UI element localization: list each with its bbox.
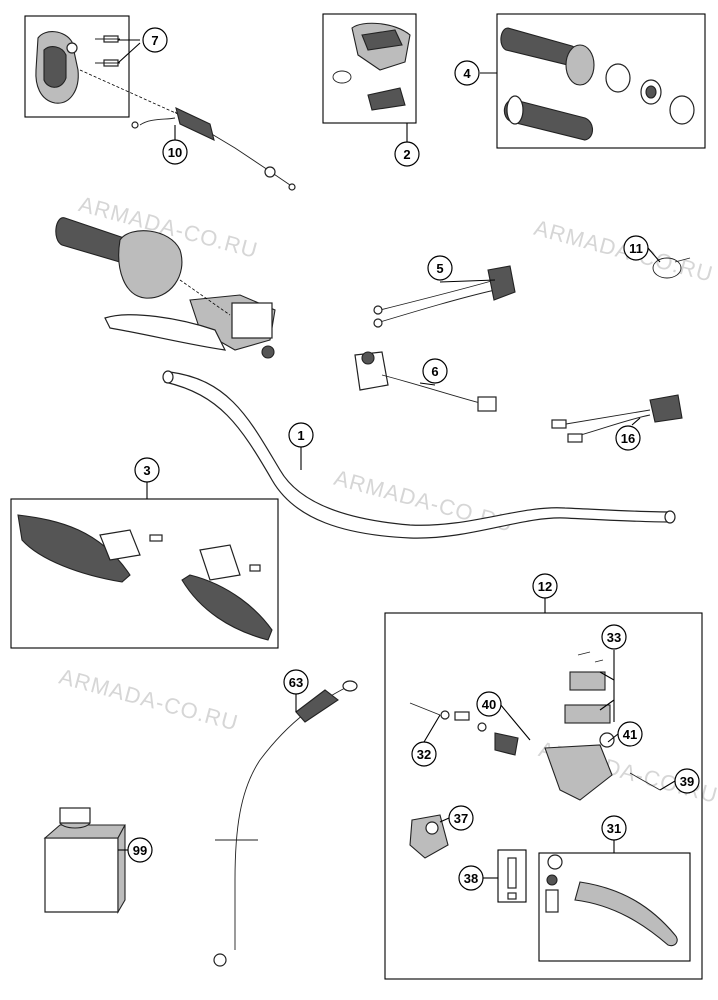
- leader-lines: [117, 39, 676, 879]
- left-control-assembly: [55, 217, 276, 359]
- callout-label: 4: [463, 66, 471, 81]
- callout-39: 39: [674, 768, 700, 794]
- callout-label: 1: [297, 428, 304, 443]
- callout-label: 2: [403, 147, 410, 162]
- callout-2: 2: [394, 141, 420, 167]
- callout-7: 7: [142, 27, 168, 53]
- clutch-line: [213, 680, 358, 967]
- callout-label: 38: [464, 871, 478, 886]
- callout-10: 10: [162, 139, 188, 165]
- callout-40: 40: [476, 691, 502, 717]
- callout-41: 41: [617, 721, 643, 747]
- callout-label: 31: [607, 821, 621, 836]
- throttle-cable: [131, 107, 296, 191]
- grip-set: [500, 27, 695, 141]
- callout-31: 31: [601, 815, 627, 841]
- throttle-housing-box: [24, 15, 130, 118]
- callout-16: 16: [615, 425, 641, 451]
- callout-37: 37: [448, 805, 474, 831]
- callout-38: 38: [458, 865, 484, 891]
- pivot-pin: [497, 849, 527, 903]
- switch-6: [354, 351, 497, 412]
- callout-6: 6: [422, 358, 448, 384]
- callout-label: 40: [482, 697, 496, 712]
- callout-63: 63: [283, 669, 309, 695]
- callout-11: 11: [623, 235, 649, 261]
- callout-label: 39: [680, 774, 694, 789]
- clutch-master-box: [384, 612, 703, 980]
- callout-label: 12: [538, 579, 552, 594]
- watermark: ARMADA-CO.RU: [57, 664, 242, 736]
- clutch-lever: [545, 854, 678, 947]
- callout-label: 63: [289, 675, 303, 690]
- callout-label: 5: [436, 261, 443, 276]
- callout-1: 1: [288, 422, 314, 448]
- callout-label: 99: [133, 843, 147, 858]
- fluid-bottle: [43, 807, 126, 915]
- callout-label: 32: [417, 747, 431, 762]
- callout-label: 16: [621, 431, 635, 446]
- callout-label: 6: [431, 364, 438, 379]
- grip-set-box: [496, 13, 706, 149]
- handlebar: [162, 370, 676, 539]
- callout-label: 41: [623, 727, 637, 742]
- handguard-box: [10, 498, 279, 649]
- throttle-housing: [35, 31, 120, 104]
- callout-5: 5: [427, 255, 453, 281]
- callout-12: 12: [532, 573, 558, 599]
- callout-3: 3: [134, 457, 160, 483]
- watermark: ARMADA-CO.RU: [531, 215, 716, 287]
- reservoir-cover: [409, 814, 449, 859]
- wiring-harness-5: [373, 265, 516, 328]
- handguard-set: [17, 514, 273, 641]
- callout-4: 4: [454, 60, 480, 86]
- callout-label: 11: [629, 241, 643, 256]
- clutch-master-cylinder-parts: [409, 651, 661, 801]
- callout-99: 99: [127, 837, 153, 863]
- callout-33: 33: [601, 624, 627, 650]
- callout-label: 3: [143, 463, 150, 478]
- cable-tie: [652, 257, 691, 279]
- switch-16: [551, 394, 683, 443]
- throttle-cover: [332, 22, 411, 111]
- callout-label: 10: [168, 145, 182, 160]
- callout-label: 33: [607, 630, 621, 645]
- callout-label: 7: [151, 33, 158, 48]
- callout-32: 32: [411, 741, 437, 767]
- callout-label: 37: [454, 811, 468, 826]
- throttle-cover-box: [322, 13, 417, 124]
